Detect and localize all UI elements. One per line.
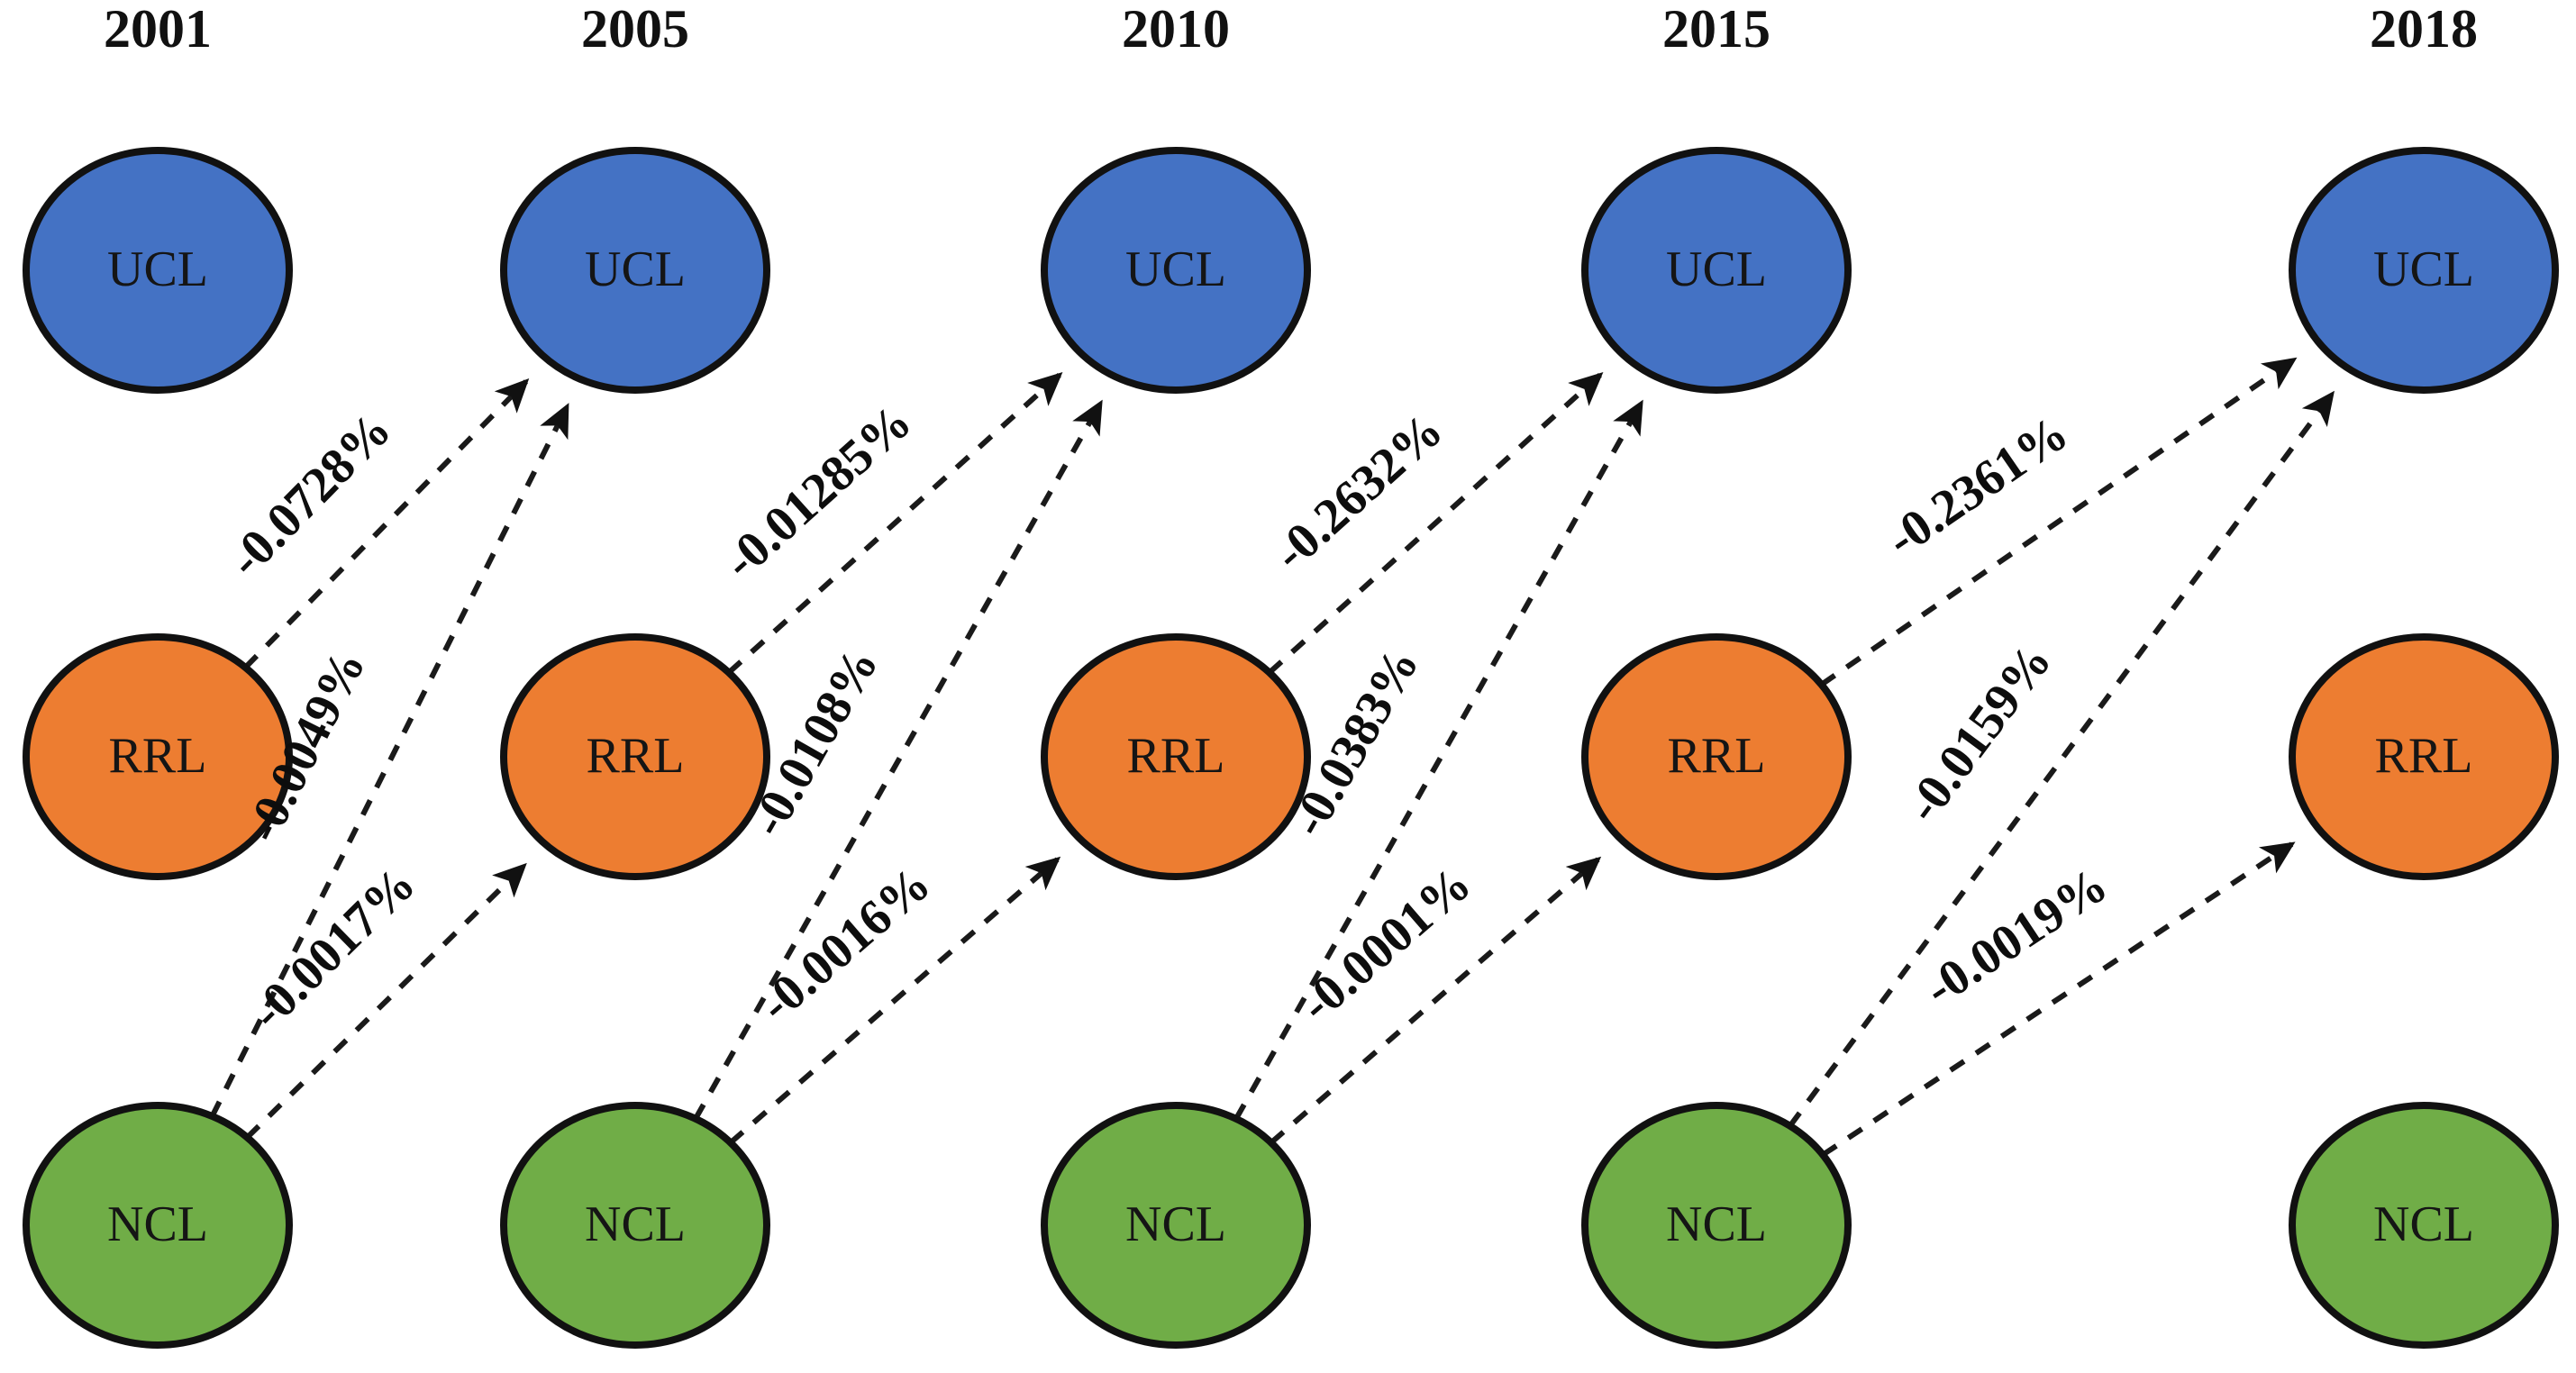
node-circle [2289,633,2559,880]
edge-label-e11: -0.0159% [1895,633,2062,832]
edge-label-e9: -0.0001% [1289,856,1481,1033]
edge-ncl-to-rrl-2015[interactable] [1821,841,2296,1158]
node-label: RRL [1127,728,1225,784]
edge-label-e1: -0.0728% [218,402,402,588]
edge-rrl-to-ucl-2010[interactable] [1267,372,1604,675]
node-circle [1581,1102,1852,1349]
node-ucl-2015[interactable]: UCL [1581,147,1852,394]
node-label: RRL [2375,728,2473,784]
edge-label-e10: -0.2361% [1877,405,2079,568]
node-label: RRL [587,728,685,784]
node-ncl-2015[interactable]: NCL [1581,1102,1852,1349]
node-circle [1581,633,1852,880]
node-circle [23,1102,293,1349]
node-circle [500,633,770,880]
node-rrl-2001[interactable]: RRL [23,633,293,880]
node-ucl-2005[interactable]: UCL [500,147,770,394]
node-ucl-2018[interactable]: UCL [2289,147,2559,394]
node-circle [500,147,770,394]
node-circle [500,1102,770,1349]
year-label-2010: 2010 [1122,0,1230,59]
node-rrl-2005[interactable]: RRL [500,633,770,880]
node-layer: UCL RRL NCL UCL RRL NCL UCL RRL NCL UCL RRL NCL UCL R… [23,147,2559,1349]
edge-ncl-to-ucl-2015[interactable] [1788,390,2335,1128]
node-label: NCL [585,1196,686,1252]
node-label: UCL [1125,241,1226,297]
node-ucl-2010[interactable]: UCL [1041,147,1311,394]
node-label: NCL [1666,1196,1767,1252]
node-rrl-2018[interactable]: RRL [2289,633,2559,880]
node-label: NCL [107,1196,208,1252]
edge-ncl-to-ucl-2005[interactable] [693,399,1103,1121]
node-circle [2289,1102,2559,1349]
node-label: RRL [1668,728,1766,784]
edge-label-e4: -0.01285% [713,394,922,590]
year-label-2018: 2018 [2370,0,2478,59]
year-header-row: 2001 2005 2010 2015 2018 [104,0,2478,59]
node-circle [1041,1102,1311,1349]
node-circle [1041,147,1311,394]
node-label: RRL [109,728,207,784]
node-circle [2289,147,2559,394]
node-rrl-2010[interactable]: RRL [1041,633,1311,880]
node-label: UCL [107,241,208,297]
node-ncl-2001[interactable]: NCL [23,1102,293,1349]
node-label: NCL [2373,1196,2474,1252]
node-circle [23,633,293,880]
edge-label-e7: -0.2632% [1263,402,1453,581]
node-label: NCL [1125,1196,1226,1252]
edge-layer [209,357,2335,1158]
edge-ncl-to-rrl-2010[interactable] [1269,856,1602,1145]
node-label: UCL [1666,241,1767,297]
edge-label-e12: -0.0019% [1915,857,2117,1017]
edge-ncl-to-ucl-2010[interactable] [1233,399,1643,1121]
edge-ncl-to-rrl-2005[interactable] [728,856,1061,1145]
node-ncl-2005[interactable]: NCL [500,1102,770,1349]
edge-rrl-to-ucl-2015[interactable] [1819,357,2298,687]
node-rrl-2015[interactable]: RRL [1581,633,1852,880]
node-ncl-2010[interactable]: NCL [1041,1102,1311,1349]
node-label: UCL [2373,241,2474,297]
edge-rrl-to-ucl-2001[interactable] [243,377,530,669]
node-ncl-2018[interactable]: NCL [2289,1102,2559,1349]
edge-ncl-to-rrl-2001[interactable] [245,862,527,1140]
node-circle [23,147,293,394]
edge-label-e6: -0.0016% [749,856,941,1033]
node-label: UCL [585,241,686,297]
year-label-2015: 2015 [1662,0,1770,59]
node-circle [1581,147,1852,394]
node-ucl-2001[interactable]: UCL [23,147,293,394]
edge-rrl-to-ucl-2005[interactable] [726,372,1063,675]
year-label-2001: 2001 [104,0,212,59]
edge-label-e3: -0.0017% [240,856,426,1040]
year-label-2005: 2005 [581,0,689,59]
node-circle [1041,633,1311,880]
edge-ncl-to-ucl-2001[interactable] [209,403,569,1118]
